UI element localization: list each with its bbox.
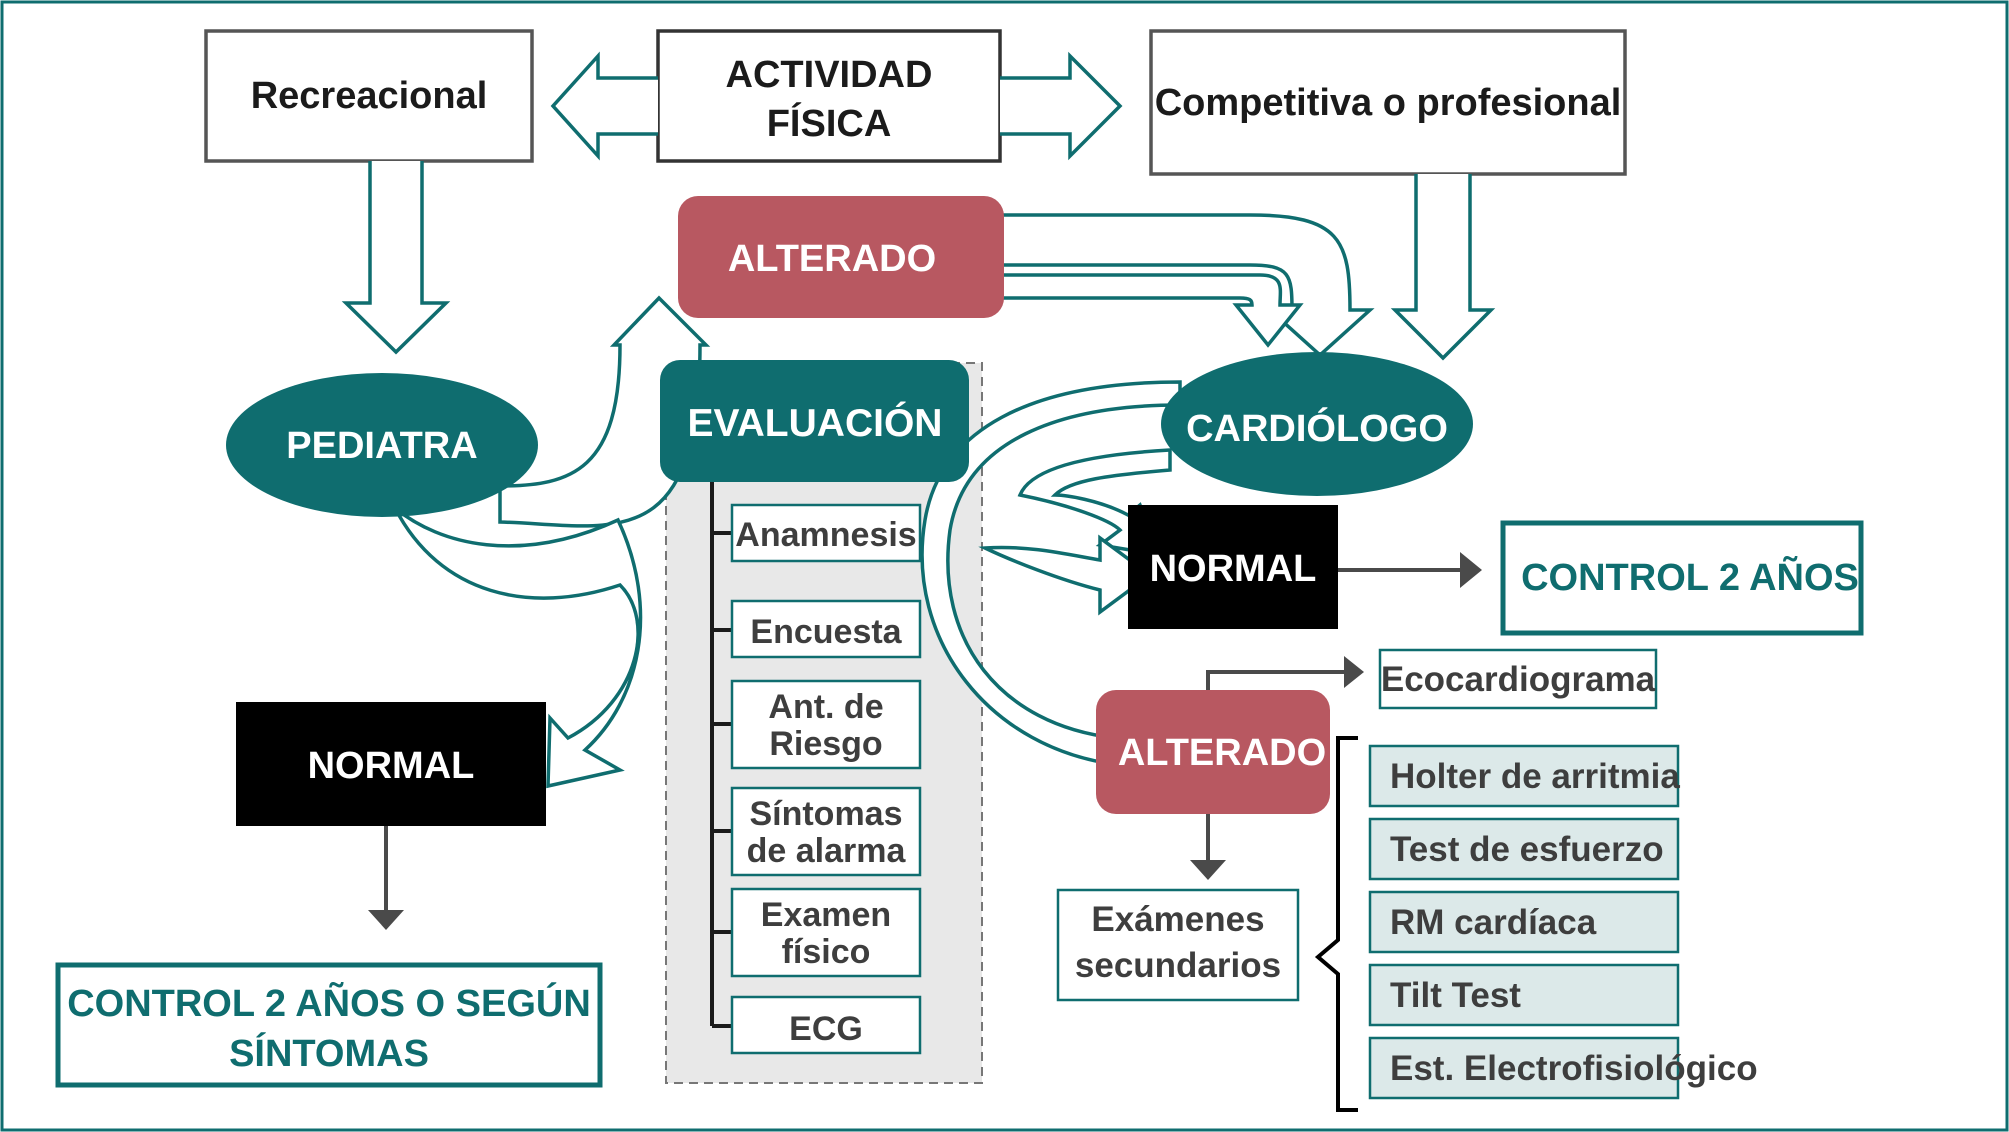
normal-right-label: NORMAL bbox=[1150, 548, 1317, 590]
altered-right-label: ALTERADO bbox=[1118, 732, 1326, 774]
secondary-exams-line1: Exámenes bbox=[1091, 900, 1264, 939]
competitive-box bbox=[1149, 29, 1627, 176]
arrowhead-control-right bbox=[1460, 552, 1482, 588]
secondary-exam-box bbox=[1368, 817, 1680, 881]
secondary-exams-brace bbox=[1314, 736, 1358, 1112]
secondary-exam-box bbox=[1368, 744, 1680, 808]
secondary-exam-label: Holter de arritmia bbox=[1390, 757, 1680, 796]
secondary-exam-box bbox=[1368, 963, 1680, 1027]
altered-right-node bbox=[1096, 690, 1330, 814]
secondary-exam-label: Tilt Test bbox=[1390, 976, 1521, 1015]
activity-label-line1: ACTIVIDAD bbox=[726, 54, 933, 96]
eval-item-box bbox=[730, 679, 922, 770]
eval-item-label: Anamnesis bbox=[735, 516, 916, 554]
connector-altered-to-ecocardiograma bbox=[1206, 670, 1346, 690]
competitive-label: Competitiva o profesional bbox=[1155, 82, 1622, 124]
eval-item-box bbox=[730, 599, 922, 659]
control-left-box bbox=[55, 962, 603, 1088]
arrowhead-secondary bbox=[1190, 860, 1226, 880]
ecocardiograma-box bbox=[1378, 648, 1658, 710]
arrow-to-normal-right bbox=[978, 534, 1153, 616]
secondary-exam-label: Est. Electrofisiológico bbox=[1390, 1049, 1758, 1088]
altered-top-label: ALTERADO bbox=[728, 238, 936, 280]
eval-item-box bbox=[730, 786, 922, 877]
arrowhead-ecocardiograma bbox=[1344, 656, 1364, 688]
secondary-exams-line2: secundarios bbox=[1075, 946, 1281, 985]
cardiologo-node bbox=[1161, 352, 1473, 496]
eval-item-label-line2: físico bbox=[782, 933, 871, 971]
evaluation-node bbox=[660, 360, 969, 482]
control-left-line2: SÍNTOMAS bbox=[229, 1031, 429, 1075]
secondary-exams-box bbox=[1056, 888, 1300, 1002]
recreational-box bbox=[204, 29, 534, 163]
eval-item-box bbox=[730, 887, 922, 978]
pediatra-label: PEDIATRA bbox=[286, 425, 477, 467]
evaluation-items: Anamnesis Encuesta Ant. de Riesgo Síntom… bbox=[712, 503, 922, 1055]
recreational-label: Recreacional bbox=[251, 75, 488, 117]
normal-left-node bbox=[236, 702, 546, 826]
eval-item-box bbox=[730, 995, 922, 1055]
control-right-box bbox=[1500, 520, 1864, 636]
arrow-competitive-to-cardiologo bbox=[1390, 174, 1496, 361]
evaluation-label: EVALUACIÓN bbox=[688, 401, 943, 445]
eval-item-label: Encuesta bbox=[750, 613, 902, 651]
arrow-pediatra-to-altered bbox=[498, 295, 711, 528]
normal-left-label: NORMAL bbox=[308, 745, 475, 787]
arrow-altered-to-cardiologo-b bbox=[998, 273, 1304, 348]
eval-item-label-line2: de alarma bbox=[747, 832, 907, 870]
normal-right-node bbox=[1128, 505, 1338, 629]
ecocardiograma-label: Ecocardiograma bbox=[1381, 660, 1656, 699]
secondary-exam-label: RM cardíaca bbox=[1390, 903, 1597, 942]
cardiologo-label: CARDIÓLOGO bbox=[1186, 406, 1448, 450]
eval-item-label-line2: Riesgo bbox=[769, 725, 882, 763]
arrow-recreational-to-pediatra bbox=[341, 161, 451, 355]
altered-top-node bbox=[678, 196, 1004, 318]
secondary-exam-box bbox=[1368, 890, 1680, 954]
eval-item-label-line1: Ant. de bbox=[768, 688, 883, 726]
arrow-altered-to-cardiologo-a bbox=[998, 213, 1375, 358]
eval-item-label-line1: Examen bbox=[761, 896, 891, 934]
secondary-exams-list: Holter de arritmia Test de esfuerzo RM c… bbox=[1368, 744, 1758, 1100]
activity-label-line2: FÍSICA bbox=[767, 101, 892, 145]
secondary-exam-box bbox=[1368, 1036, 1680, 1100]
eval-item-box bbox=[730, 503, 922, 563]
pediatra-node bbox=[226, 373, 538, 517]
arrow-to-recreational bbox=[550, 51, 658, 161]
activity-box bbox=[656, 29, 1002, 163]
arrow-to-competitive bbox=[1000, 51, 1123, 161]
eval-item-label: ECG bbox=[789, 1010, 863, 1048]
arrowhead-control-left bbox=[368, 910, 404, 930]
arrow-pediatra-to-normal bbox=[393, 506, 643, 789]
control-left-line1: CONTROL 2 AÑOS O SEGÚN bbox=[67, 981, 591, 1025]
control-right-label: CONTROL 2 AÑOS bbox=[1521, 555, 1859, 599]
secondary-exam-label: Test de esfuerzo bbox=[1390, 830, 1664, 869]
eval-item-label-line1: Síntomas bbox=[749, 795, 902, 833]
